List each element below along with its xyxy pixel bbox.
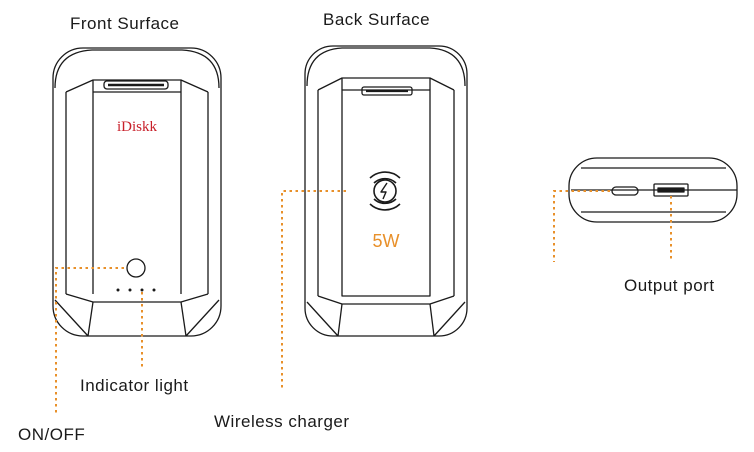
on-off-label: ON/OFF <box>18 425 86 444</box>
output-port-label: Output port <box>624 276 715 295</box>
wireless-charger-label: Wireless charger <box>214 412 350 431</box>
brand-text: iDiskk <box>117 119 158 135</box>
front-surface-title: Front Surface <box>70 14 180 33</box>
usb-c-port-icon <box>611 186 639 196</box>
leader-lines <box>55 190 672 416</box>
on-off-leader <box>55 267 124 416</box>
back-device <box>304 45 468 337</box>
wireless-leader <box>281 190 346 390</box>
wireless-charging-icon <box>369 171 401 211</box>
back-surface-title: Back Surface <box>323 10 431 29</box>
usb-c-leader <box>553 190 610 262</box>
indicator-lights <box>116 288 156 292</box>
wireless-power-text: 5W <box>373 231 400 251</box>
front-device <box>52 47 222 337</box>
indicator-light-label: Indicator light <box>80 376 189 395</box>
power-button-icon[interactable] <box>126 258 146 278</box>
side-device <box>568 157 738 223</box>
